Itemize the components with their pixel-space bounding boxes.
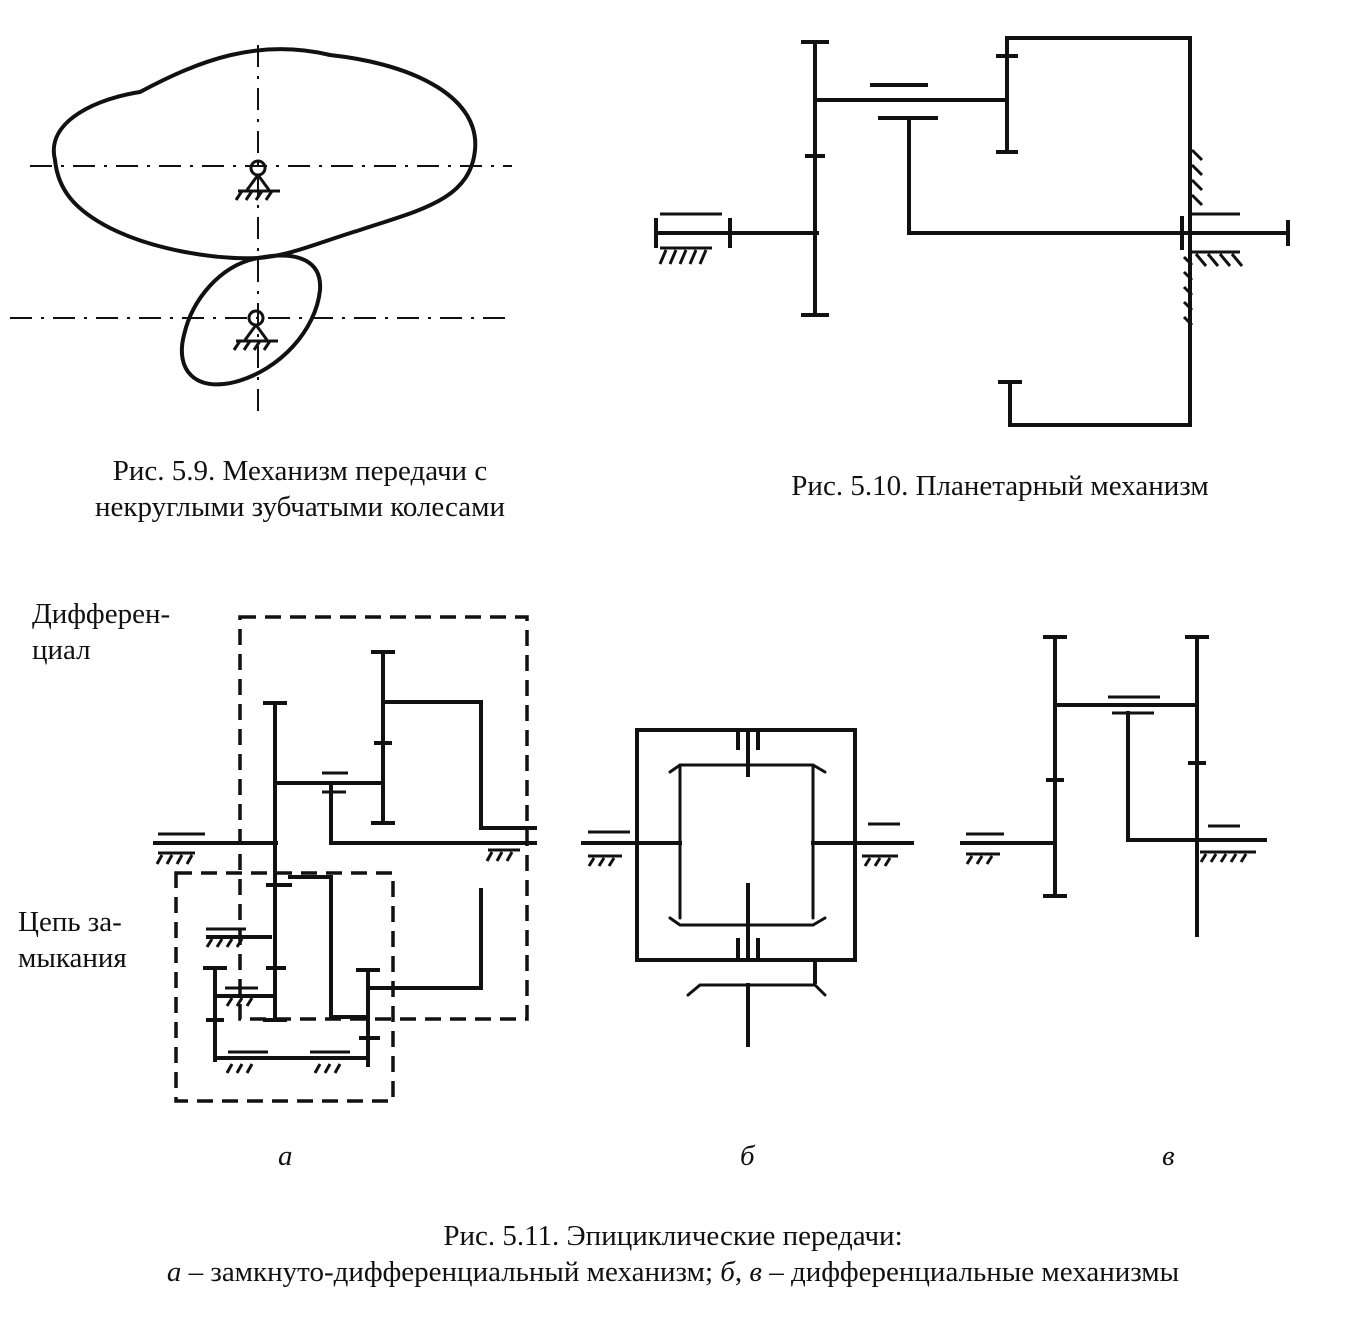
- fig-5-11a-diagram: [153, 615, 537, 1103]
- fig-5-11-caption-line1: Рис. 5.11. Эпициклические передачи:: [443, 1220, 903, 1252]
- fig-5-10-caption: Рис. 5.10. Планетарный механизм: [791, 470, 1209, 502]
- differential-boundary: [238, 615, 529, 1021]
- lower-pivot-support: [232, 309, 278, 351]
- fig-5-11b-diagram: [581, 728, 914, 1047]
- fig-5-9-caption: Рис. 5.9. Механизм передачи с некруглыми…: [20, 453, 580, 525]
- label-closing-chain: Цепь за- мыкания: [18, 906, 127, 974]
- fig-5-9-caption-line1: Рис. 5.9. Механизм передачи с: [112, 455, 488, 487]
- closing-chain-boundary: [174, 871, 395, 1103]
- ground-hatch-wall: [1182, 148, 1204, 327]
- lower-noncircular-gear: [179, 253, 323, 387]
- carrier-output-shaft: [907, 116, 1290, 235]
- sublabel-b: б: [740, 1140, 755, 1172]
- fig-5-11v-diagram: [960, 635, 1267, 937]
- fig-5-9-diagram: [10, 45, 512, 412]
- upper-pivot-support: [234, 159, 280, 201]
- fig-5-11-caption: Рис. 5.11. Эпициклические передачи: а – …: [0, 1218, 1346, 1290]
- upper-noncircular-gear: [51, 47, 478, 261]
- fig-5-10-diagram: [654, 36, 1290, 427]
- sublabel-a: а: [278, 1140, 293, 1172]
- ground-hatch-bearing: [1194, 253, 1244, 267]
- fig-5-9-caption-line2: некруглыми зубчатыми колесами: [95, 491, 505, 523]
- ring-housing: [1005, 36, 1192, 427]
- sublabel-v: в: [1162, 1140, 1175, 1172]
- ground-hatch-left: [658, 249, 708, 265]
- label-differential: Дифферен- циал: [32, 598, 171, 666]
- fig-5-11-caption-line2: а – замкнуто-дифференциальный механизм; …: [166, 1256, 1180, 1288]
